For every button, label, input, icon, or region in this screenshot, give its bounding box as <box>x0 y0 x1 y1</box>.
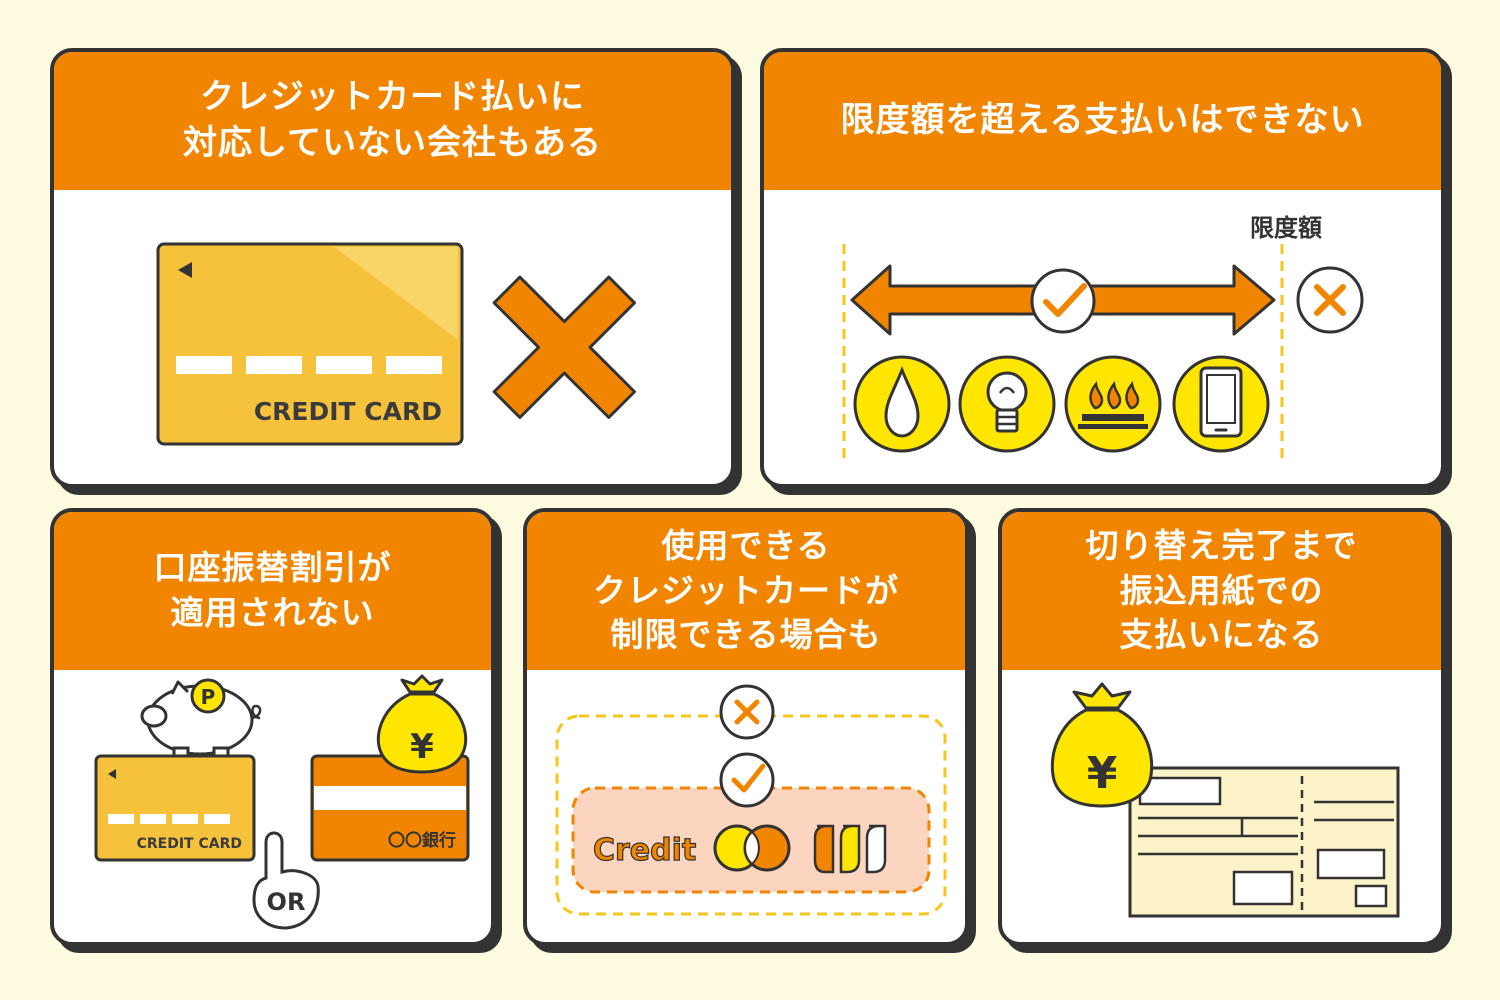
panel-body: P CREDIT CARD OR 〇〇銀行 <box>54 670 491 942</box>
panel-limit-amount: 限度額を超える支払いはできない 限度額 <box>760 48 1445 488</box>
bank-card-icon: 〇〇銀行 <box>310 754 470 862</box>
credit-card-icon: CREDIT CARD <box>94 754 256 862</box>
panel-title-line: 制限できる場合も <box>610 615 882 655</box>
moneybag-label: ¥ <box>1087 748 1118 799</box>
panel-transfer-slip-payment: 切り替え完了まで 振込用紙での 支払いになる <box>998 508 1445 946</box>
smartphone-icon <box>1172 355 1270 453</box>
panel-title-line: クレジットカード払いに <box>200 77 585 118</box>
card-label: CREDIT CARD <box>254 397 442 426</box>
panel-title-line: 支払いになる <box>1119 615 1324 655</box>
panel-header: 切り替え完了まで 振込用紙での 支払いになる <box>1002 512 1441 670</box>
panel-title-line: 切り替え完了まで <box>1085 526 1358 566</box>
panel-body: CREDIT CARD <box>54 190 731 484</box>
gas-flame-icon <box>1064 355 1162 453</box>
check-mark-icon <box>1030 268 1096 334</box>
coin-label: P <box>201 685 216 709</box>
panel-body: 限度額 <box>764 190 1441 484</box>
panel-title-line: 適用されない <box>170 593 375 632</box>
payment-slip-icon <box>1128 766 1400 918</box>
money-bag-icon: ¥ <box>1050 682 1154 808</box>
panel-body: ¥ <box>1002 670 1441 942</box>
bank-label: 〇〇銀行 <box>388 830 456 851</box>
moneybag-label: ¥ <box>410 727 434 767</box>
credit-card-icon: CREDIT CARD <box>156 242 464 446</box>
panel-title-line: 口座振替割引が <box>153 548 392 588</box>
panel-title-line: 対応していない会社もある <box>183 123 602 163</box>
light-bulb-icon <box>958 355 1056 453</box>
credit-label: Credit <box>593 833 696 868</box>
panel-title-line: 使用できる <box>661 526 831 566</box>
card-brand-circles-icon <box>713 824 791 872</box>
panel-no-account-transfer-discount: 口座振替割引が 適用されない P <box>50 508 495 946</box>
panel-card-restriction: 使用できる クレジットカードが 制限できる場合も Credit <box>523 508 969 946</box>
cross-mark-icon <box>719 684 775 740</box>
panel-title-line: 振込用紙での <box>1119 570 1324 610</box>
panel-header: 口座振替割引が 適用されない <box>54 512 491 670</box>
limit-label: 限度額 <box>1250 214 1322 242</box>
cross-mark-icon <box>492 275 636 419</box>
water-drop-icon <box>853 355 951 453</box>
panel-header: クレジットカード払いに 対応していない会社もある <box>54 52 731 190</box>
panel-title-line: クレジットカードが <box>593 570 899 610</box>
or-label: OR <box>267 888 306 916</box>
point-coin-icon: P <box>190 678 226 714</box>
panel-body: Credit <box>527 670 965 942</box>
panel-title-line: 限度額を超える支払いはできない <box>840 100 1365 141</box>
card-label: CREDIT CARD <box>137 836 242 852</box>
pointing-hand-icon: OR <box>252 831 320 930</box>
card-brand-stripes-icon <box>813 824 887 874</box>
panel-header: 使用できる クレジットカードが 制限できる場合も <box>527 512 965 670</box>
panel-header: 限度額を超える支払いはできない <box>764 52 1441 190</box>
panel-no-credit-card-support: クレジットカード払いに 対応していない会社もある CREDIT CARD <box>50 48 735 488</box>
cross-mark-icon <box>1296 266 1364 334</box>
check-mark-icon <box>719 752 775 808</box>
money-bag-icon: ¥ <box>376 674 468 774</box>
